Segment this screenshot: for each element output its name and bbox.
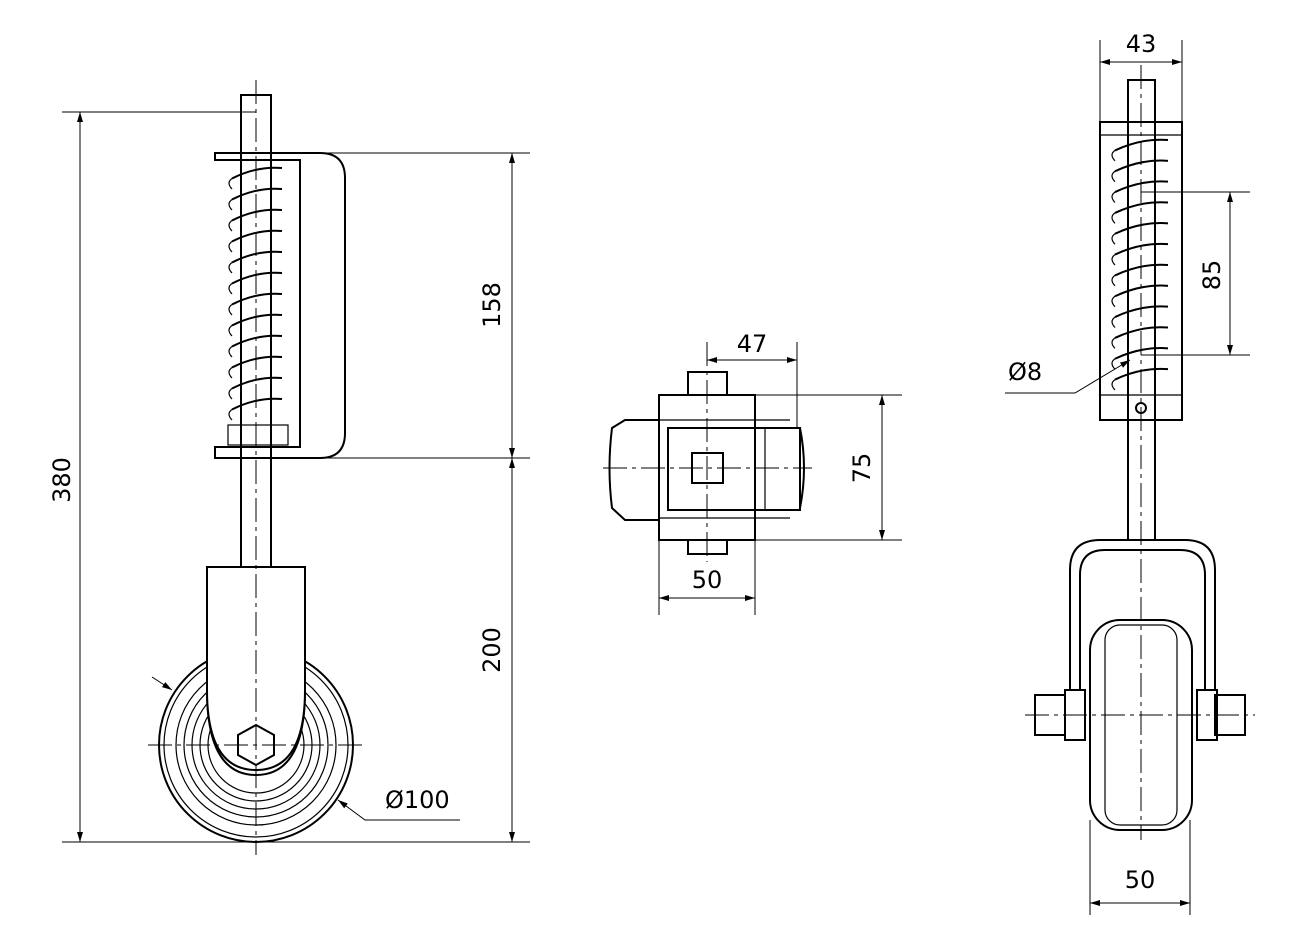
dim-158: 158 — [478, 282, 506, 328]
nut — [227, 424, 289, 446]
dim-diameter-100: Ø100 — [385, 786, 450, 814]
side-view: 380 158 200 Ø100 — [48, 80, 530, 855]
dim-43: 43 — [1126, 30, 1157, 58]
dim-50-top: 50 — [692, 566, 723, 594]
front-view: 43 85 Ø8 50 — [1005, 30, 1255, 915]
dim-50-front: 50 — [1125, 866, 1156, 894]
dim-200: 200 — [478, 627, 506, 673]
spring — [228, 166, 283, 421]
spring — [1111, 138, 1169, 391]
dim-diameter-8: Ø8 — [1008, 358, 1042, 386]
top-view: 47 75 50 — [603, 330, 902, 615]
dim-380: 380 — [48, 457, 76, 503]
dim-75: 75 — [848, 453, 876, 484]
dim-47: 47 — [737, 330, 768, 358]
dim-85: 85 — [1198, 260, 1226, 291]
bracket — [214, 152, 346, 459]
